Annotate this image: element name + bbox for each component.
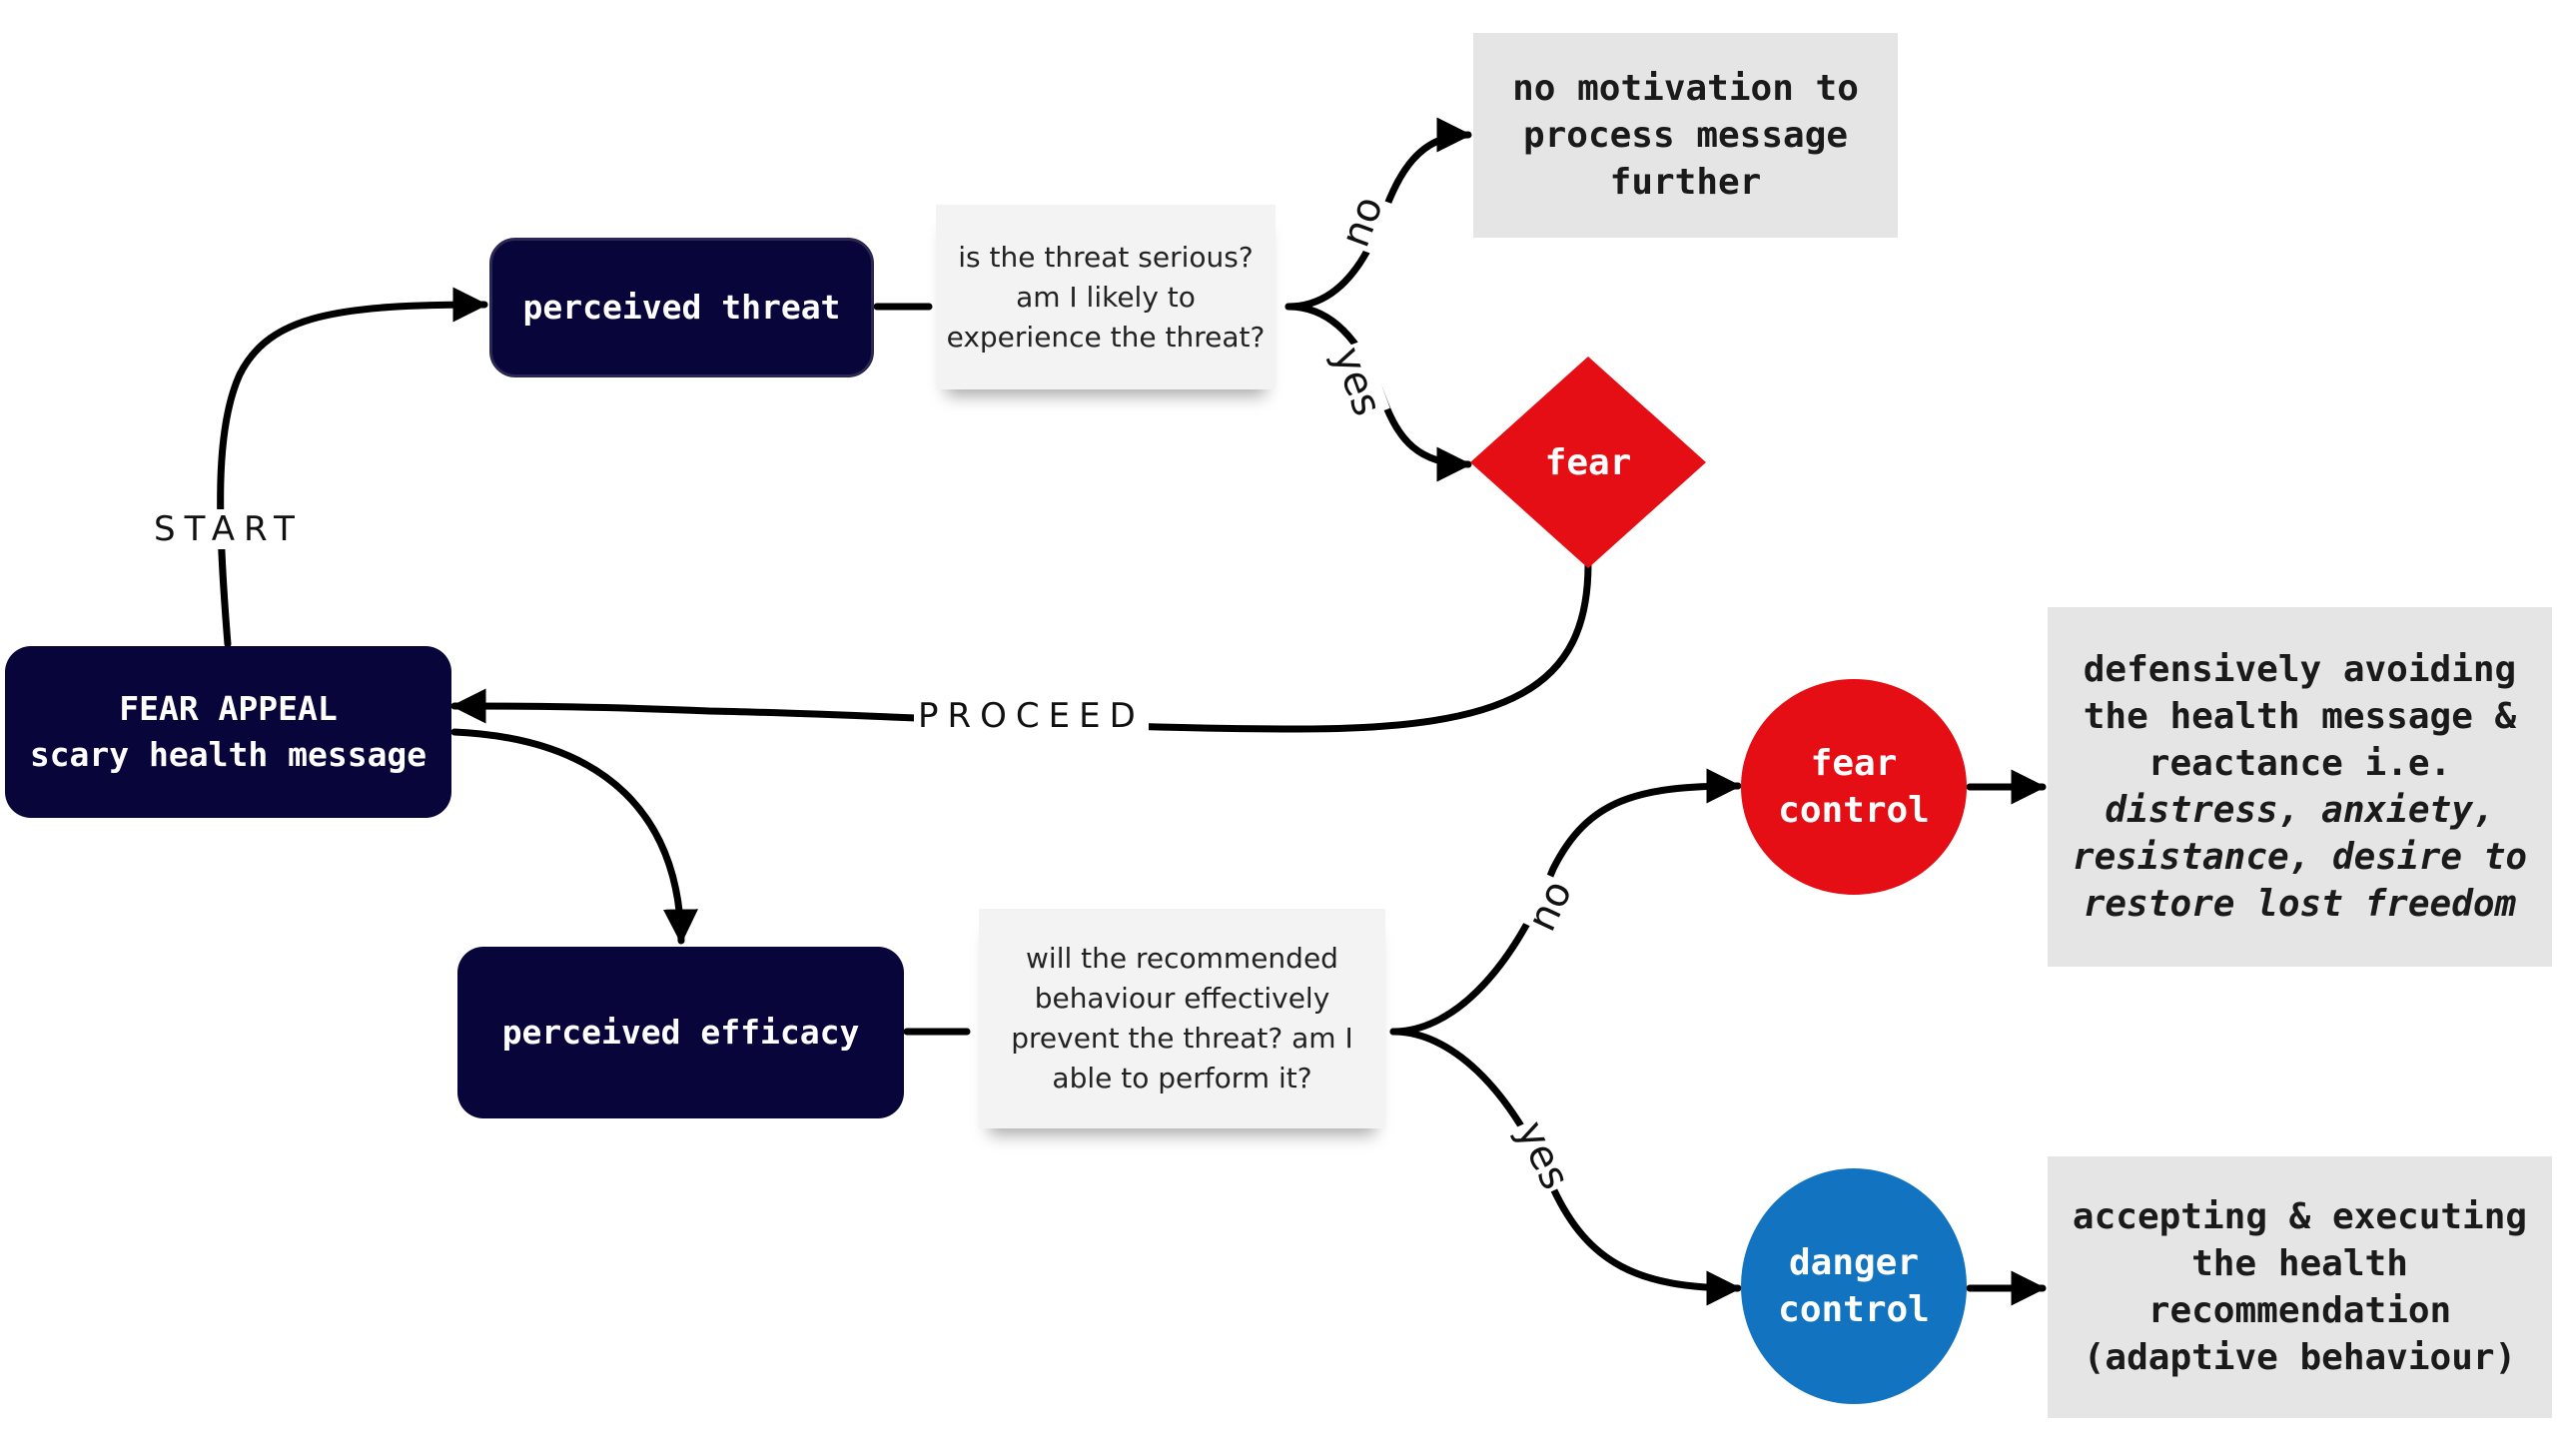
efficacy-question-line-4: able to perform it?	[1052, 1062, 1312, 1094]
proceed-edge-label: PROCEED	[914, 696, 1149, 736]
edge-start-to-perceived-threat	[217, 287, 488, 648]
no-motivation-line-2: process message	[1522, 115, 1849, 156]
efficacy-question-line-1: will the recommended	[1026, 942, 1338, 975]
threat-question-line-1: is the threat serious?	[958, 240, 1254, 274]
efficacy-question-line-2: behaviour effectively	[1034, 982, 1330, 1015]
fear-appeal-title: FEAR APPEAL	[119, 689, 338, 728]
adaptive-outcome-line-4: (adaptive behaviour)	[2083, 1337, 2517, 1378]
start-edge-label: START	[150, 509, 308, 549]
edge-efficacy-no-branch	[1389, 768, 1742, 1036]
perceived-threat-label: perceived threat	[522, 288, 841, 327]
defensive-outcome-emphasis-2: resistance, desire to	[2072, 837, 2528, 878]
fear-appeal-node: FEAR APPEAL scary health message	[5, 646, 451, 818]
adaptive-outcome-line-2: the health	[2191, 1243, 2408, 1284]
threat-question-line-3: experience the threat?	[946, 320, 1266, 354]
fear-diamond	[1470, 357, 1706, 568]
no-motivation-box: no motivation to process message further	[1473, 33, 1898, 238]
no-motivation-line-1: no motivation to	[1512, 68, 1859, 109]
fear-appeal-subtitle: scary health message	[29, 735, 427, 774]
defensive-outcome-emphasis-3: restore lost freedom	[2083, 884, 2517, 925]
fear-control-line-1: fear	[1810, 743, 1898, 784]
adaptive-outcome-line-1: accepting & executing	[2072, 1196, 2528, 1237]
danger-control-circle: danger control	[1741, 1168, 1967, 1404]
fear-label: fear	[1544, 441, 1632, 483]
defensive-outcome-line-2: the health message &	[2083, 696, 2517, 737]
fear-label-container: fear	[1470, 429, 1706, 495]
defensive-outcome-line-3: reactance i.e.	[2147, 743, 2452, 784]
adaptive-outcome-box: accepting & executing the health recomme…	[2048, 1156, 2552, 1418]
danger-control-line-1: danger	[1788, 1242, 1920, 1283]
no-motivation-line-3: further	[1609, 162, 1762, 203]
defensive-outcome-line-6: restore lost freedom	[2073, 881, 2527, 928]
threat-question-note: is the threat serious? am I likely to ex…	[936, 205, 1276, 389]
perceived-threat-node: perceived threat	[489, 238, 874, 377]
defensive-outcome-emphasis-1: distress, anxiety,	[2105, 790, 2495, 831]
adaptive-outcome-line-3: recommendation	[2147, 1290, 2452, 1331]
fear-control-line-2: control	[1778, 790, 1930, 831]
efficacy-question-line-3: prevent the threat? am I	[1011, 1022, 1353, 1055]
efficacy-question-note: will the recommended behaviour effective…	[979, 909, 1385, 1128]
perceived-efficacy-label: perceived efficacy	[501, 1013, 860, 1052]
defensive-outcome-line-4: distress, anxiety,	[2073, 787, 2527, 834]
defensive-outcome-line-1: defensively avoiding	[2083, 649, 2517, 690]
edge-appeal-to-efficacy	[450, 728, 698, 945]
fear-control-circle: fear control	[1741, 679, 1967, 895]
threat-question-line-2: am I likely to	[1016, 280, 1196, 314]
defensive-outcome-box: defensively avoiding the health message …	[2048, 607, 2552, 967]
danger-control-line-2: control	[1778, 1289, 1930, 1330]
defensive-outcome-line-5: resistance, desire to	[2073, 834, 2527, 881]
perceived-efficacy-node: perceived efficacy	[457, 947, 904, 1118]
